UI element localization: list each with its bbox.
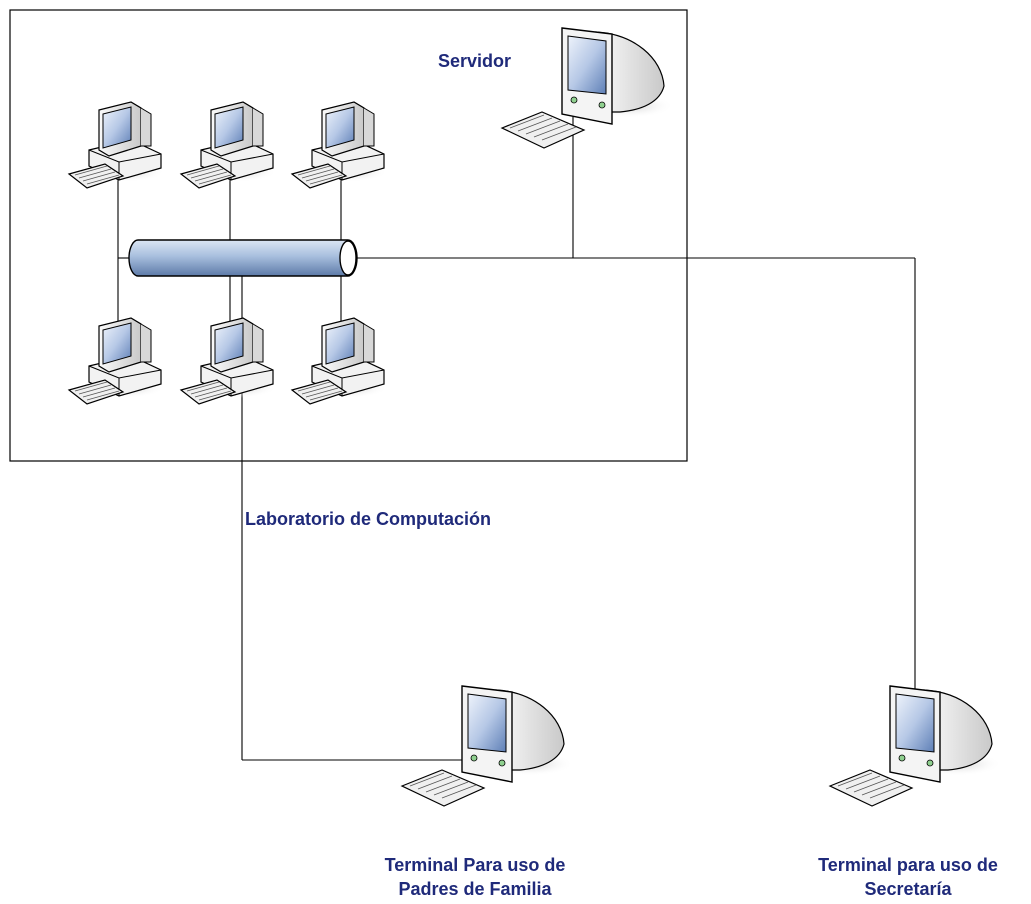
- parents-terminal-label: Terminal Para uso de Padres de Familia: [330, 853, 620, 901]
- desktop-computer-icon: [291, 317, 389, 405]
- secretary-terminal-label: Terminal para uso de Secretaría: [768, 853, 1031, 901]
- connection-lines: [117, 110, 916, 761]
- parents-terminal-label-line-2: Padres de Familia: [398, 879, 552, 899]
- parents-terminal-label-line-1: Terminal Para uso de: [384, 855, 566, 875]
- desktop-computer-icon: [68, 317, 166, 405]
- server-monitor-icon: [501, 27, 675, 149]
- desktop-computer-icon: [68, 101, 166, 189]
- network-bus-icon: [128, 239, 358, 277]
- desktop-computer-icon: [291, 101, 389, 189]
- lab-label: Laboratorio de Computación: [245, 509, 492, 529]
- desktop-computer-icon: [180, 317, 278, 405]
- server-label: Servidor: [438, 51, 512, 71]
- secretary-terminal-label-line-1: Terminal para uso de: [818, 855, 998, 875]
- desktop-computer-icon: [180, 101, 278, 189]
- lab-room-border: [9, 9, 688, 462]
- parents-terminal-monitor-icon: [401, 685, 575, 807]
- secretary-terminal-label-line-2: Secretaría: [864, 879, 952, 899]
- secretary-terminal-monitor-icon: [829, 685, 1003, 807]
